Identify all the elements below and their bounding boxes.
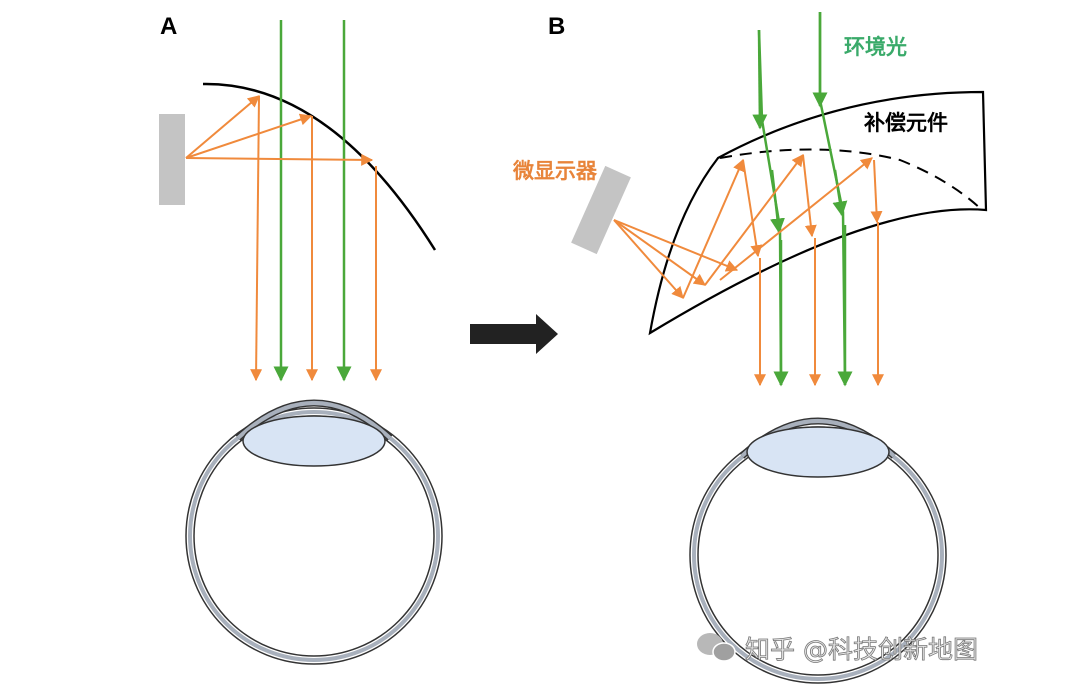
eye-a xyxy=(185,399,443,665)
reflected-ray-a1 xyxy=(250,95,263,382)
lens-b xyxy=(746,426,890,478)
wechat-icon xyxy=(697,633,736,662)
panel-b: B 环境光 微显示器 补偿元件 xyxy=(512,12,988,684)
micro-display-label: 微显示器 xyxy=(512,159,598,183)
display-ray-a3 xyxy=(185,153,374,166)
watermark-text: 知乎 @科技创新地图 xyxy=(745,635,978,664)
lens-a xyxy=(242,415,386,467)
compensation-element xyxy=(648,90,988,336)
micro-display-b xyxy=(571,165,631,255)
micro-display-a xyxy=(159,114,185,205)
eye-b xyxy=(689,417,947,684)
transition-arrow-icon xyxy=(470,314,558,354)
combiner-mirror-a xyxy=(202,82,437,251)
ambient-light-label: 环境光 xyxy=(844,35,907,59)
watermark: 知乎 @科技创新地图 xyxy=(697,633,978,664)
panel-b-label: B xyxy=(548,13,565,40)
panel-a-label: A xyxy=(160,13,177,40)
compensation-element-label: 补偿元件 xyxy=(863,111,948,135)
display-rays-b xyxy=(613,154,884,387)
display-ray-a2 xyxy=(185,113,313,159)
waveguide-dashed-surface xyxy=(719,148,983,211)
panel-a: A xyxy=(159,13,443,665)
display-ray-a1 xyxy=(185,95,260,159)
